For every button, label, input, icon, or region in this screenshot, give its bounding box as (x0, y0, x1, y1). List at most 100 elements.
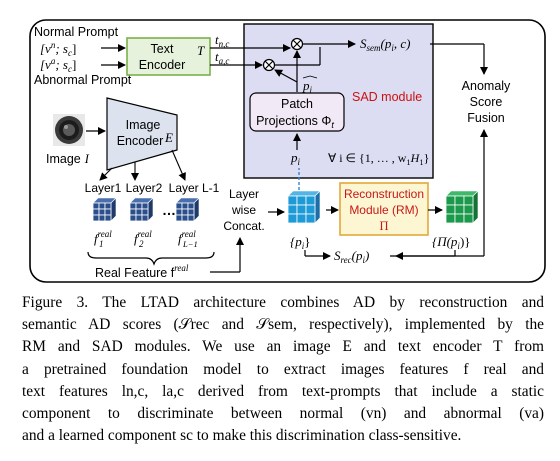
layerwise-line1: Layer (229, 187, 259, 201)
grid-cell (187, 214, 195, 222)
abnormal-prompt-input: [va; sc] (40, 56, 76, 74)
grid-cell (141, 202, 149, 210)
s-rec-args: (p (352, 248, 363, 263)
grid-cell (296, 195, 307, 206)
grid-cell (454, 195, 465, 206)
grid-cell (141, 214, 149, 222)
anomaly-fusion-line1: Anomaly (462, 79, 511, 93)
p-hat-sub: i (310, 85, 313, 95)
grid-cell (287, 204, 298, 215)
recon-line1: Reconstruction (344, 187, 424, 201)
normal-prompt-label: Normal Prompt (34, 25, 119, 39)
p-i-label: pi (290, 150, 301, 167)
s-rec-args-close: ) (364, 248, 369, 263)
s-rec-sub: rec (341, 255, 352, 265)
caption-line-6: component to discriminate between normal… (22, 405, 544, 423)
grid-cell (187, 202, 195, 210)
np-rest: ; s (55, 41, 68, 56)
reconstructed-feature-grid (445, 190, 479, 224)
grid-side-face (472, 190, 479, 224)
p-i-p: p (290, 150, 298, 165)
ltad-architecture-diagram: SAD module Normal Prompt Abnormal Prompt… (29, 19, 546, 283)
s-sem-s: S (360, 36, 367, 51)
forall-h: H (410, 151, 421, 165)
grid-cell (98, 214, 106, 222)
s-rec-s: S (334, 248, 341, 263)
grid-cell (287, 213, 298, 224)
grid-cell (104, 202, 112, 210)
grid-cell (463, 213, 474, 224)
caption-line-5: text features ln,c, la,c derived from te… (22, 382, 544, 400)
patch-proj-line1: Patch (281, 97, 313, 111)
grid-top-face (287, 190, 321, 197)
text-encoder-box (126, 37, 211, 76)
image-encoder-shape (106, 97, 178, 171)
fl1-sup: real (182, 229, 197, 239)
s-sem-sub: sem (367, 43, 381, 53)
pi-pi-sub: i (457, 241, 460, 251)
f2-f: f (134, 231, 140, 246)
grid-cell (296, 213, 307, 224)
layerwise-line3: Concat. (223, 219, 264, 233)
grid-cell (296, 204, 307, 215)
layer-l1-label: Layer L-1 (169, 181, 220, 195)
grid-cell (187, 208, 195, 216)
np-sup: n (51, 40, 56, 50)
reconstruction-module-box (339, 182, 429, 236)
caption-line-4: a pretrained foundation model to extract… (22, 360, 544, 378)
grid-cell (175, 202, 183, 210)
np-close: ] (72, 41, 76, 56)
pi-pi-close: )} (460, 234, 471, 249)
text-encoder-line2: Encoder (139, 58, 186, 72)
grid-cell (98, 202, 106, 210)
s-sem-args-sub: i (391, 43, 394, 53)
image-encoder-line1: Image (126, 118, 161, 132)
grid-cell (92, 214, 100, 222)
pi-set-close: } (304, 234, 310, 249)
real-feature-text: Real Feature f (95, 266, 175, 280)
patch-projections-box (249, 92, 345, 132)
p-hat-label: pi (302, 78, 313, 95)
layer-ellipsis: … (162, 202, 176, 218)
p-hat-p: p (302, 78, 310, 93)
s-sem-args: (p (381, 36, 392, 51)
pi-set-open: {p (290, 234, 302, 249)
normal-prompt-input: [vn; sc] (40, 40, 76, 58)
grid-cell (135, 214, 143, 222)
s-rec-args-sub: i (363, 255, 366, 265)
t-a-label: ta,c (215, 49, 229, 66)
caption-line-2: semantic AD scores (𝒮rec and 𝒮sem, respe… (22, 316, 544, 334)
layerwise-line2: wise (231, 203, 256, 217)
grid-cell (129, 202, 137, 210)
pi-pi-set-label: {Π(pi)} (432, 234, 471, 251)
grid-cell (104, 208, 112, 216)
caption-line-3: RM and SAD modules. We use an image E an… (22, 338, 544, 356)
grid-cell (463, 195, 474, 206)
p-i-sub: i (298, 157, 301, 167)
forall-w-sub: 1 (406, 157, 410, 167)
grid-cell (305, 213, 316, 224)
f1-sub: 1 (99, 239, 104, 249)
t-a-sub: a,c (219, 56, 230, 66)
pi-pi-open: {Π(p (432, 234, 458, 249)
grid-cell (445, 195, 456, 206)
forall-close: } (424, 151, 430, 165)
caption-line-1: Figure 3. The LTAD architecture combines… (22, 294, 544, 311)
grid-cell (445, 204, 456, 215)
grid-cell (135, 202, 143, 210)
image-label-symbol: I (84, 152, 90, 166)
fl1-sub: L−1 (182, 239, 198, 249)
grid-cell (129, 214, 137, 222)
diagram-frame (29, 19, 546, 283)
f2-sup: real (138, 229, 153, 239)
ap-rest: ; s (55, 57, 68, 72)
forall-main: ∀ i ∈ {1, … , w (328, 151, 407, 165)
patch-proj-sub: t (331, 120, 334, 130)
grid-cell (92, 208, 100, 216)
ap-sub: c (68, 64, 72, 74)
image-label-text: Image (46, 152, 81, 166)
